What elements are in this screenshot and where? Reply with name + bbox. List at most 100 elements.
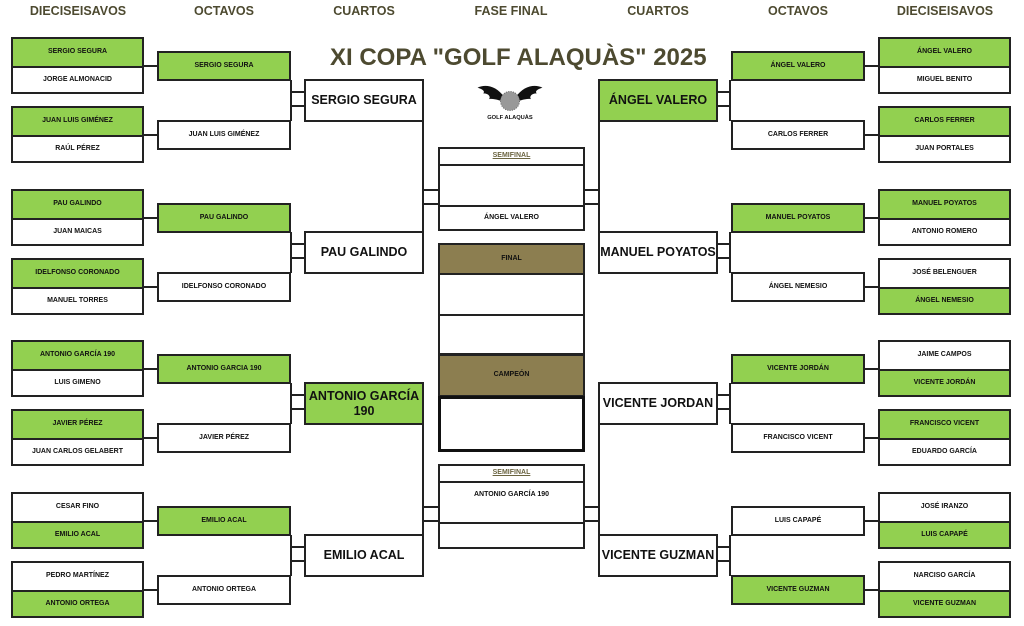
connector-line — [864, 217, 878, 219]
player-slot: VICENTE JORDÁN — [880, 368, 1009, 395]
player-slot: CESAR FINO — [55, 503, 100, 511]
player-slot: ÁNGEL VALERO — [600, 81, 716, 120]
connector-line — [144, 520, 158, 522]
round-header: CUARTOS — [333, 4, 395, 18]
match-cuartos: EMILIO ACAL — [304, 534, 424, 577]
player-slot: VICENTE GUZMAN — [601, 548, 715, 563]
player-slot: JUAN LUIS GIMÉNEZ — [13, 108, 142, 135]
match-octavos: CARLOS FERRER — [731, 120, 865, 150]
player-slot: MANUEL POYATOS — [600, 245, 716, 260]
connector-line — [290, 105, 304, 107]
match-cuartos: VICENTE GUZMAN — [598, 534, 718, 577]
connector-line — [716, 243, 730, 245]
player-slot: ANTONIO ORTEGA — [13, 589, 142, 616]
player-slot: MANUEL TORRES — [13, 286, 142, 314]
connector-line — [290, 394, 304, 396]
connector-line — [422, 424, 424, 535]
match-octavos: JAVIER PÉREZ — [157, 423, 291, 453]
connector-line — [864, 65, 878, 67]
connector-line — [716, 408, 730, 410]
connector-line — [598, 121, 600, 232]
player-slot: FRANCISCO VICENT — [880, 411, 1009, 438]
semifinal-label: SEMIFINAL — [492, 152, 531, 160]
round-header: FASE FINAL — [474, 4, 548, 18]
player-slot: MANUEL POYATOS — [880, 191, 1009, 218]
player-slot: JAVIER PÉREZ — [198, 433, 250, 441]
connector-line — [864, 368, 878, 370]
match-r32: PEDRO MARTÍNEZ ANTONIO ORTEGA — [11, 561, 144, 618]
player-slot: NARCISO GARCÍA — [913, 572, 976, 580]
connector-line — [716, 394, 730, 396]
player-slot: ÁNGEL NEMESIO — [768, 282, 828, 290]
match-octavos: SERGIO SEGURA — [157, 51, 291, 81]
connector-line — [144, 65, 158, 67]
tournament-title: XI COPA "GOLF ALAQUÀS" 2025 — [330, 44, 707, 71]
player-slot: ANTONIO GARCÍA 190 — [13, 342, 142, 369]
round-header: CUARTOS — [627, 4, 689, 18]
match-cuartos: ANTONIO GARCÍA 190 — [304, 382, 424, 425]
match-octavos: ÁNGEL VALERO — [731, 51, 865, 81]
round-header: OCTAVOS — [194, 4, 254, 18]
connector-line — [716, 560, 730, 562]
golf-alaquas-logo-icon: GOLF ALAQUÀS — [477, 85, 543, 121]
connector-line — [290, 80, 292, 121]
final-box: FINAL — [438, 243, 585, 355]
player-slot — [440, 314, 583, 353]
connector-line — [598, 424, 600, 535]
match-cuartos: VICENTE JORDAN — [598, 382, 718, 425]
player-slot: VICENTE GUZMAN — [880, 589, 1009, 616]
semifinal-label: SEMIFINAL — [492, 469, 531, 477]
player-slot: ANTONIO ROMERO — [880, 217, 1009, 245]
match-octavos: VICENTE JORDÁN — [731, 354, 865, 384]
connector-line — [144, 589, 158, 591]
player-slot: ANTONIO ORTEGA — [191, 585, 257, 593]
match-octavos: ANTONIO ORTEGA — [157, 575, 291, 605]
player-slot: ÁNGEL VALERO — [880, 39, 1009, 66]
connector-line — [716, 105, 730, 107]
champion-box — [438, 396, 585, 452]
match-r32: NARCISO GARCÍA VICENTE GUZMAN — [878, 561, 1011, 618]
player-slot: JORGE ALMONACID — [13, 65, 142, 93]
connector-line — [864, 437, 878, 439]
connector-line — [290, 243, 304, 245]
match-octavos: VICENTE GUZMAN — [731, 575, 865, 605]
connector-line — [144, 217, 158, 219]
connector-line — [290, 560, 304, 562]
connector-line — [864, 589, 878, 591]
champion-label: CAMPEÓN — [440, 356, 583, 395]
player-slot: RAÚL PÉREZ — [13, 134, 142, 162]
connector-line — [290, 546, 304, 548]
match-octavos: EMILIO ACAL — [157, 506, 291, 536]
match-octavos: ÁNGEL NEMESIO — [731, 272, 865, 302]
player-slot: EMILIO ACAL — [159, 508, 289, 534]
champion-header: CAMPEÓN — [438, 354, 585, 397]
connector-line — [290, 383, 292, 424]
player-slot: JAIME CAMPOS — [917, 351, 972, 359]
connector-line — [716, 546, 730, 548]
match-cuartos: SERGIO SEGURA — [304, 79, 424, 122]
player-slot: JOSÉ BELENGUER — [912, 269, 977, 277]
round-header: DIECISEISAVOS — [896, 4, 994, 18]
match-cuartos: PAU GALINDO — [304, 231, 424, 274]
player-slot: PEDRO MARTÍNEZ — [46, 572, 109, 580]
player-slot — [440, 273, 583, 314]
player-slot: JUAN PORTALES — [880, 134, 1009, 162]
player-slot: ANTONIO GARCÍA 190 — [306, 384, 422, 423]
player-slot: MANUEL POYATOS — [733, 205, 863, 231]
player-slot: ANTONIO GARCIA 190 — [159, 356, 289, 382]
connector-line — [290, 535, 292, 576]
connector-line — [729, 383, 731, 424]
connector-line — [290, 408, 304, 410]
player-slot: SERGIO SEGURA — [159, 53, 289, 79]
player-slot: FRANCISCO VICENT — [763, 433, 833, 441]
connector-line — [290, 91, 304, 93]
match-cuartos: ÁNGEL VALERO — [598, 79, 718, 122]
svg-text:GOLF ALAQUÀS: GOLF ALAQUÀS — [487, 114, 533, 121]
player-slot: JUAN CARLOS GELABERT — [13, 437, 142, 465]
